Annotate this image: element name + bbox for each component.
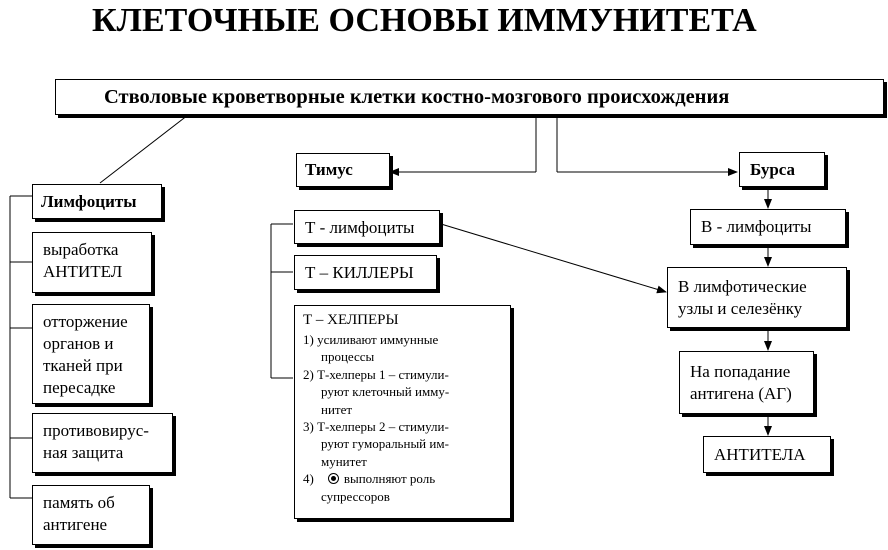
- helper-item-line: процессы: [321, 349, 375, 365]
- function-box-antiviral: противовирус- ная защита: [32, 413, 173, 473]
- helper-item-line: 1) усиливают иммунные: [303, 332, 439, 347]
- t-to-lymph-arrow: [440, 223, 667, 294]
- helper-item-text: выполняют роль: [343, 471, 436, 487]
- function-line: память об: [43, 493, 115, 512]
- antigen-line: антигена (АГ): [690, 384, 792, 403]
- lymphocytes-label: Лимфоциты: [41, 192, 137, 211]
- helper-item-line: 3) Т-хелперы 2 – стимули-: [303, 419, 449, 435]
- function-box-rejection: отторжение органов и тканей при пересадк…: [32, 304, 150, 404]
- function-line: противовирус-: [43, 421, 149, 440]
- t-killers-box: Т – КИЛЛЕРЫ: [294, 255, 437, 290]
- t-helpers-list: 1) усиливают иммунные процессы 2) Т-хелп…: [303, 331, 449, 505]
- page-title: КЛЕТОЧНЫЕ ОСНОВЫ ИММУНИТЕТА: [92, 2, 757, 39]
- function-line: отторжение: [43, 312, 128, 331]
- bursa-label: Бурса: [750, 160, 796, 179]
- helper-item-line: нитет: [321, 401, 353, 417]
- function-line: антигене: [43, 515, 108, 534]
- function-text: память об антигене: [43, 492, 115, 536]
- thymus-label: Тимус: [305, 160, 353, 179]
- antigen-box: На попадание антигена (АГ): [679, 351, 814, 414]
- t-helpers-title: Т – ХЕЛПЕРЫ: [303, 312, 399, 328]
- antibodies-box: АНТИТЕЛА: [703, 436, 831, 473]
- antigen-text: На попадание антигена (АГ): [690, 361, 792, 405]
- function-line: пересадке: [43, 378, 116, 397]
- lymph-nodes-box: В лимфотические узлы и селезёнку: [667, 267, 847, 328]
- function-text: противовирус- ная защита: [43, 420, 149, 464]
- function-line: органов и: [43, 334, 114, 353]
- stem-to-lymphocytes-line: [99, 114, 189, 184]
- b-lymphocytes-box: В - лимфоциты: [690, 209, 846, 245]
- t-helpers-box: Т – ХЕЛПЕРЫ 1) усиливают иммунные процес…: [294, 305, 511, 519]
- function-text: выработка АНТИТЕЛ: [43, 239, 122, 283]
- helper-item-line: 4) выполняют роль: [303, 470, 449, 487]
- function-box-antibodies: выработка АНТИТЕЛ: [32, 232, 152, 293]
- function-line: выработка: [43, 240, 119, 259]
- function-line: тканей при: [43, 356, 123, 375]
- helper-item-line: мунитет: [321, 453, 367, 469]
- stem-cells-label: Стволовые кроветворные клетки костно-моз…: [104, 86, 730, 108]
- lymph-nodes-line: узлы и селезёнку: [678, 299, 803, 318]
- antigen-line: На попадание: [690, 362, 791, 381]
- t-killers-label: Т – КИЛЛЕРЫ: [305, 263, 414, 282]
- bursa-box: Бурса: [739, 152, 825, 187]
- b-lymphocytes-label: В - лимфоциты: [701, 217, 812, 236]
- thymus-box: Тимус: [296, 153, 390, 187]
- lymphocytes-box: Лимфоциты: [32, 184, 162, 219]
- helper-item-number: 4): [303, 471, 314, 487]
- helper-item-line: супрессоров: [321, 488, 390, 504]
- function-line: АНТИТЕЛ: [43, 262, 123, 281]
- helper-item-line: руют клеточный имму-: [321, 384, 450, 400]
- lymph-nodes-line: В лимфотические: [678, 277, 807, 296]
- antibodies-label: АНТИТЕЛА: [714, 445, 806, 464]
- helper-item-line: 2) Т-хелперы 1 – стимули-: [303, 366, 449, 382]
- t-lymphocytes-label: Т - лимфоциты: [305, 218, 415, 237]
- function-box-memory: память об антигене: [32, 485, 150, 545]
- t-lymphocytes-box: Т - лимфоциты: [294, 210, 440, 244]
- helper-item-line: руют гуморальный им-: [321, 436, 449, 452]
- function-line: ная защита: [43, 443, 124, 462]
- lymph-nodes-text: В лимфотические узлы и селезёнку: [678, 276, 807, 320]
- stem-cells-box: Стволовые кроветворные клетки костно-моз…: [55, 79, 884, 115]
- circle-dot-icon: [327, 473, 339, 485]
- function-text: отторжение органов и тканей при пересадк…: [43, 311, 128, 399]
